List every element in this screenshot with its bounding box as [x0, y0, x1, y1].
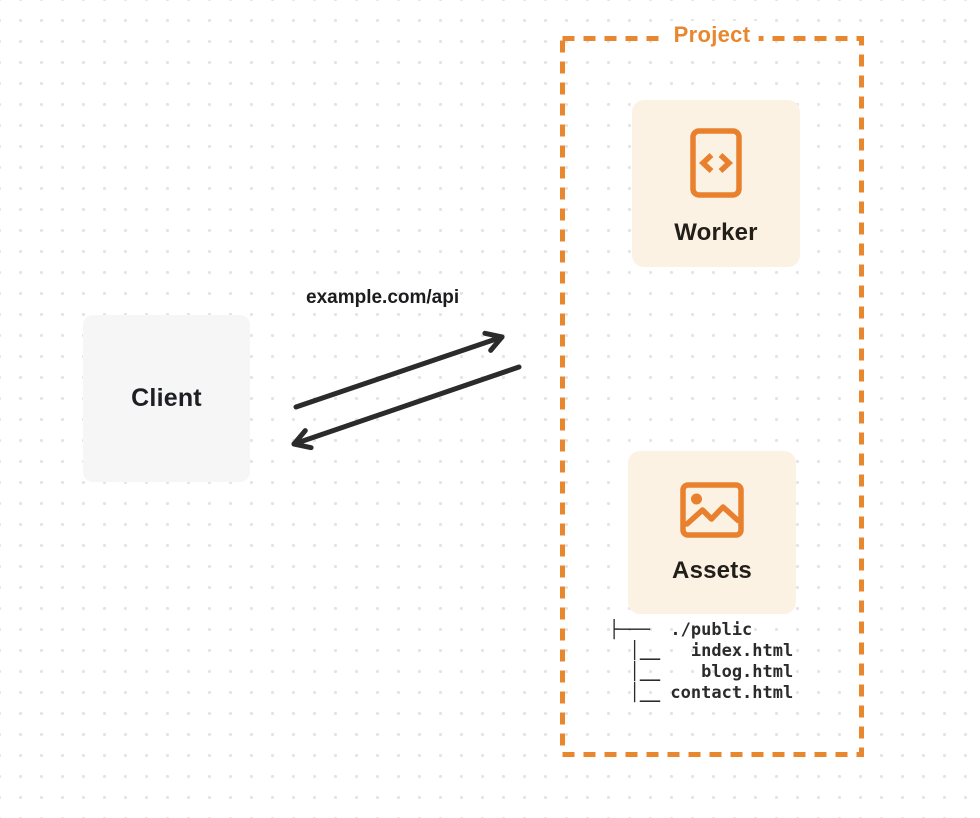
- code-document-icon: [690, 128, 742, 198]
- project-label: Project: [665, 21, 759, 49]
- worker-label: Worker: [674, 219, 758, 246]
- request-url-label: example.com/api: [306, 287, 460, 308]
- file-tree: ├─── ./public │__ index.html │__ blog.ht…: [609, 620, 794, 703]
- client-label: Client: [131, 384, 202, 412]
- image-icon: [680, 482, 744, 538]
- request-arrow: [293, 330, 505, 410]
- response-arrow: [291, 364, 522, 451]
- request-response-arrows: [291, 330, 522, 451]
- worker-node: Worker: [632, 100, 800, 267]
- assets-node: Assets: [628, 451, 796, 614]
- assets-label: Assets: [672, 557, 752, 584]
- client-node: Client: [83, 315, 250, 482]
